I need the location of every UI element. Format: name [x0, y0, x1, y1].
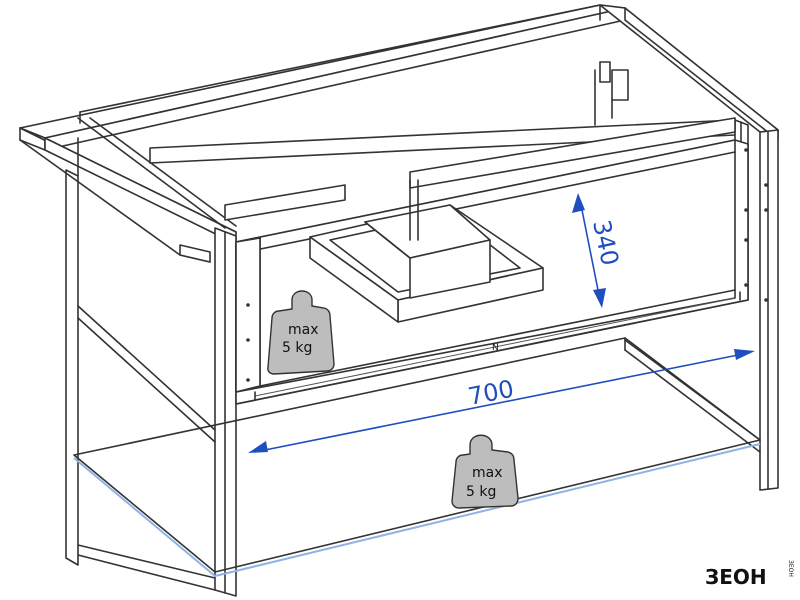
drawer-weight-icon: max 5 kg [267, 290, 335, 375]
glass-shelf [73, 337, 761, 578]
right-side-frame [599, 4, 779, 491]
shelf-weight-icon: max 5 kg [451, 434, 519, 509]
top-frame [19, 4, 626, 151]
width-dimension: 700 [248, 349, 755, 453]
brand-logo-text: ЗЕОН [705, 565, 767, 589]
width-dimension-label: 700 [466, 375, 516, 411]
brand-logo-subtext: ЗЕОН [787, 560, 794, 577]
svg-text:N: N [492, 343, 499, 353]
shelf-weight-value: 5 kg [466, 484, 496, 500]
drawer-weight-max: max [288, 322, 319, 338]
brand-logo: ЗЕОН ЗЕОН [705, 560, 794, 589]
shelf-weight-max: max [472, 465, 503, 481]
drawer-weight-value: 5 kg [282, 340, 312, 356]
left-side-frame [19, 117, 237, 597]
siphon-cutout [309, 179, 544, 323]
